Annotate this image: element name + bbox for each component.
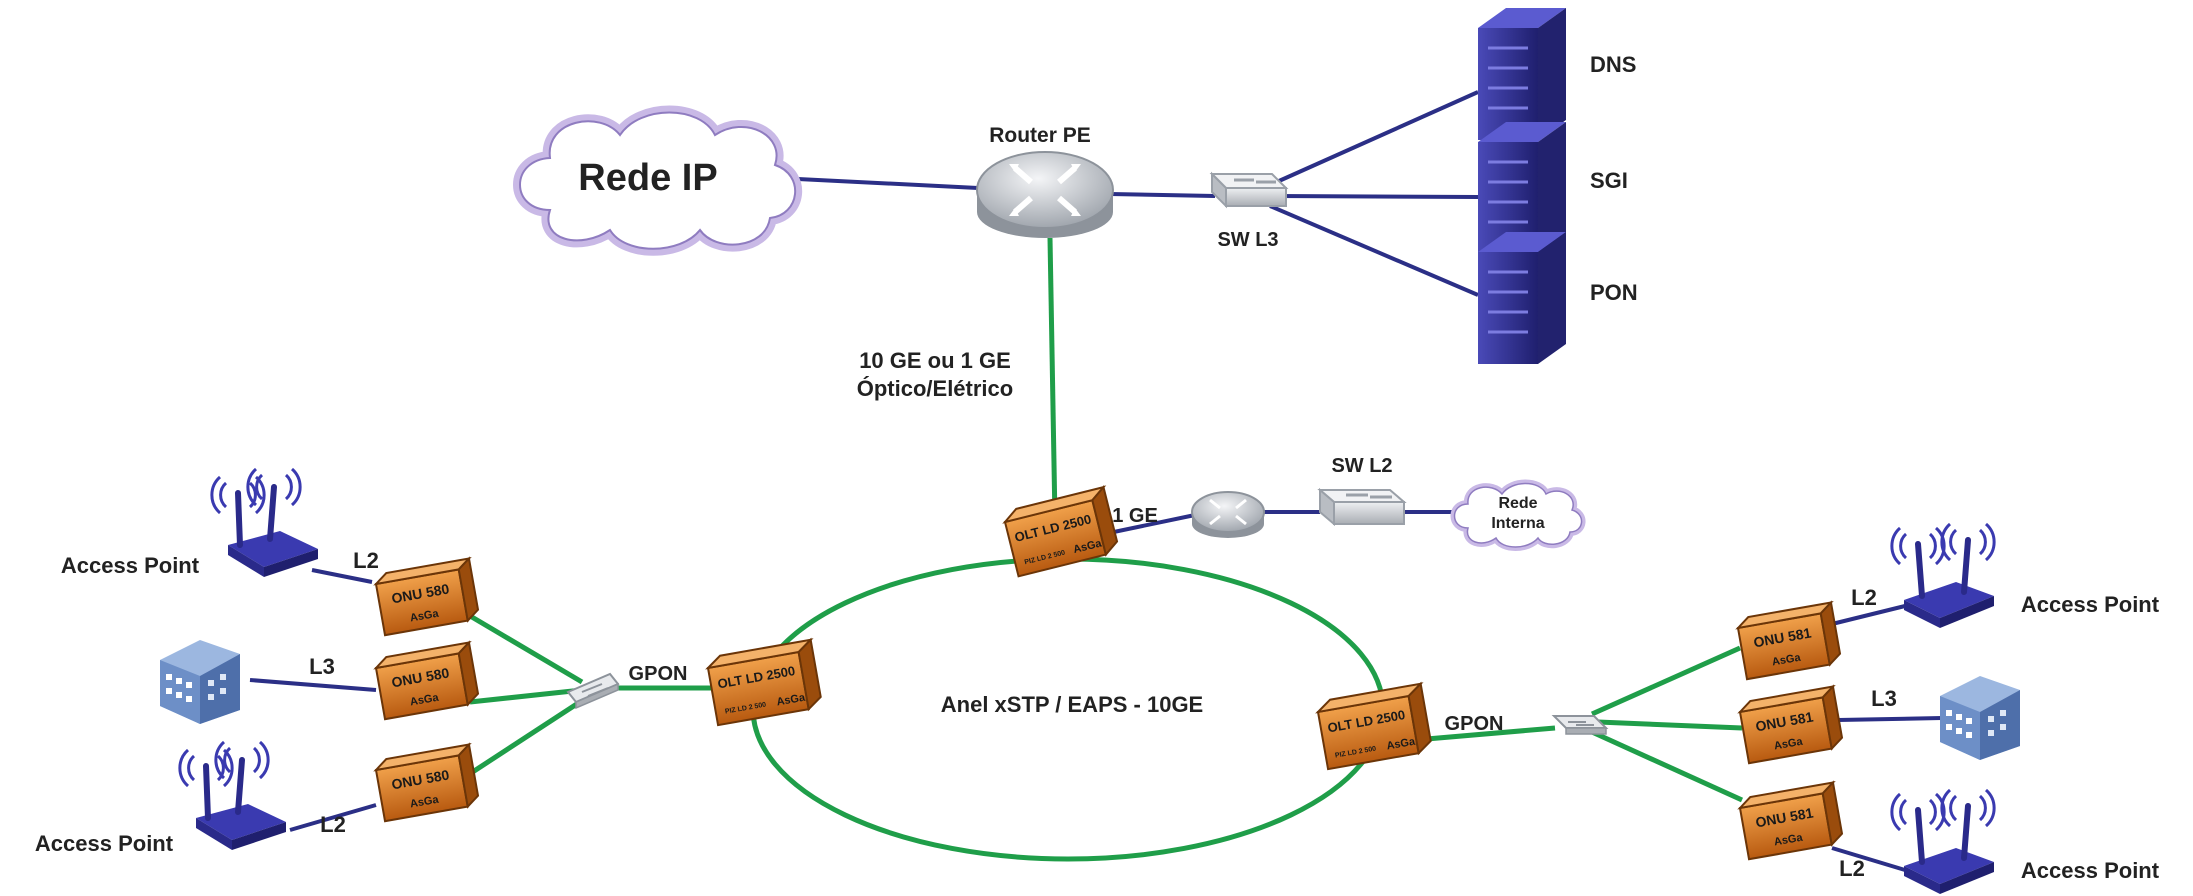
onu-icon: ONU 581 AsGa bbox=[1737, 780, 1844, 861]
cloud-icon bbox=[513, 105, 803, 256]
splitter-icon bbox=[566, 672, 620, 710]
onu-icon: ONU 580 AsGa bbox=[373, 742, 480, 823]
onu-icon: ONU 580 AsGa bbox=[373, 556, 480, 637]
gpon-left-label: GPON bbox=[629, 663, 688, 685]
server-icon bbox=[1478, 8, 1566, 140]
onu-right-2-brand: AsGa bbox=[1773, 736, 1804, 753]
onu-icon: ONU 581 AsGa bbox=[1737, 684, 1844, 765]
pon-label: PON bbox=[1590, 280, 1638, 305]
olt-icon: OLT LD 2500 PIZ LD 2 500 AsGa bbox=[1315, 681, 1432, 771]
l3-left-label: L3 bbox=[309, 654, 335, 679]
rede-ip-label: Rede IP bbox=[578, 157, 717, 199]
gpon-right-label: GPON bbox=[1445, 713, 1504, 735]
link-router-olt bbox=[1047, 237, 1058, 521]
olt-icon: OLT LD 2500 PIZ LD 2 500 AsGa bbox=[705, 637, 822, 727]
onu-right-1-brand: AsGa bbox=[1771, 652, 1802, 669]
link-splitter-onu-left-3 bbox=[466, 695, 588, 778]
sgi-label: SGI bbox=[1590, 168, 1628, 193]
link-onu-right-1-ap bbox=[1831, 604, 1906, 626]
link-onu-left-1-ap bbox=[311, 568, 373, 584]
onu-right-3-brand: AsGa bbox=[1773, 832, 1804, 849]
onu-icon: ONU 581 AsGa bbox=[1735, 600, 1842, 681]
one-ge-label: 1 GE bbox=[1112, 505, 1158, 527]
sw-l3-label: SW L3 bbox=[1217, 229, 1278, 251]
rede-interna-label-line2: Interna bbox=[1491, 515, 1544, 532]
access-point-icon bbox=[1890, 522, 1996, 628]
l2-left-top-label: L2 bbox=[353, 548, 379, 573]
link-splitter-onu-left-2 bbox=[469, 687, 583, 705]
olt-right-brand: AsGa bbox=[1386, 736, 1417, 753]
switch-icon bbox=[1209, 171, 1289, 209]
router-icon bbox=[1191, 491, 1265, 538]
uplink-label-line1: 10 GE ou 1 GE bbox=[859, 348, 1011, 373]
link-onu-left-3-ap bbox=[289, 803, 377, 832]
ring-label: Anel xSTP / EAPS - 10GE bbox=[941, 692, 1203, 717]
olt-icon: OLT LD 2500 PIZ LD 2 500 AsGa bbox=[1002, 485, 1119, 578]
l2-right-top-label: L2 bbox=[1851, 585, 1877, 610]
cloud-icon bbox=[1450, 479, 1586, 551]
rede-interna-label-line1: Rede bbox=[1498, 495, 1537, 512]
link-onu-right-2-building bbox=[1837, 716, 1943, 722]
building-icon bbox=[1940, 676, 2020, 760]
l2-left-bottom-label: L2 bbox=[320, 812, 346, 837]
link-swl3-dns bbox=[1269, 90, 1479, 187]
link-router-swl3 bbox=[1109, 192, 1216, 198]
olt-left-brand: AsGa bbox=[776, 692, 807, 709]
access-point-icon bbox=[178, 740, 286, 850]
ap-right-bottom-label: Access Point bbox=[2021, 858, 2160, 883]
switch-icon bbox=[1317, 487, 1407, 527]
ap-left-bottom-label: Access Point bbox=[35, 831, 174, 856]
onu-left-3-brand: AsGa bbox=[409, 794, 440, 811]
link-splitter-onu-left-1 bbox=[458, 607, 584, 685]
splitter-icon bbox=[1551, 715, 1609, 735]
onu-left-1-brand: AsGa bbox=[409, 608, 440, 625]
onu-left-2-brand: AsGa bbox=[409, 692, 440, 709]
link-onu-right-3-ap bbox=[1831, 846, 1906, 872]
link-splitter-onu-right-3 bbox=[1590, 729, 1744, 803]
access-point-icon bbox=[1890, 788, 1996, 894]
link-onu-left-2-building bbox=[249, 678, 377, 692]
link-cloud-router bbox=[777, 176, 979, 190]
l3-right-label: L3 bbox=[1871, 686, 1897, 711]
uplink-label-line2: Óptico/Elétrico bbox=[857, 376, 1013, 401]
l2-right-bottom-label: L2 bbox=[1839, 856, 1865, 881]
ap-left-top-label: Access Point bbox=[61, 553, 200, 578]
link-olt-right-splitter bbox=[1414, 725, 1556, 743]
access-point-icon bbox=[210, 467, 318, 577]
link-swl3-sgi bbox=[1274, 194, 1479, 199]
dns-label: DNS bbox=[1590, 52, 1636, 77]
link-swl3-pon bbox=[1269, 204, 1479, 297]
link-splitter-onu-right-2 bbox=[1597, 719, 1743, 731]
ap-right-top-label: Access Point bbox=[2021, 592, 2160, 617]
onu-icon: ONU 580 AsGa bbox=[373, 640, 480, 721]
router-icon bbox=[976, 151, 1114, 238]
server-icon bbox=[1478, 232, 1566, 364]
sw-l2-label: SW L2 bbox=[1331, 455, 1392, 477]
link-splitter-onu-right-1 bbox=[1590, 645, 1742, 717]
building-icon bbox=[160, 640, 240, 724]
router-pe-label: Router PE bbox=[989, 124, 1091, 147]
